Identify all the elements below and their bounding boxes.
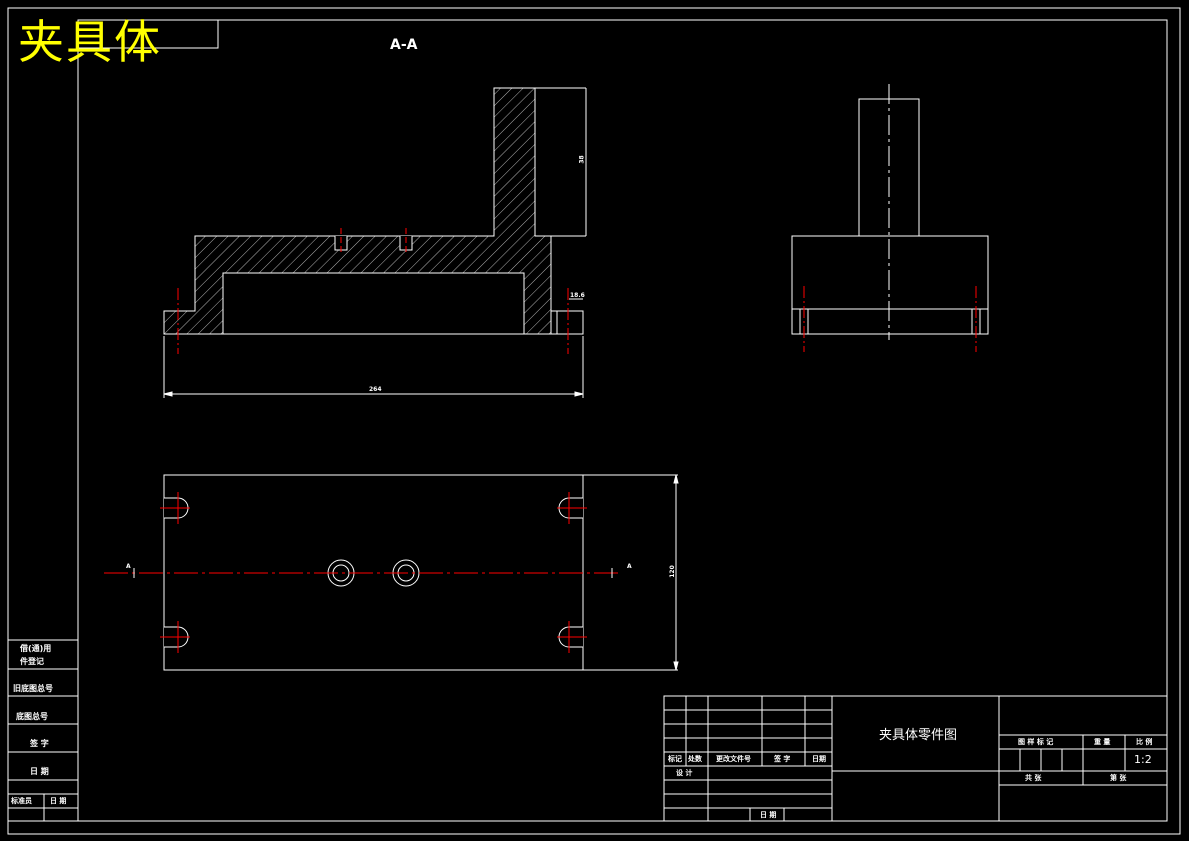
side-cell-1: 件登记	[20, 657, 44, 666]
tb-mark: 标记	[668, 755, 682, 763]
tb-date2: 日 期	[760, 811, 777, 819]
tb-stage-mark: 图 样 标 记	[1018, 738, 1054, 746]
side-cell-4: 签 字	[30, 739, 49, 748]
tb-signature: 签 字	[774, 755, 791, 763]
plan-view	[104, 474, 679, 671]
part-name: 夹具体零件图	[878, 728, 957, 743]
dim-height: 38	[578, 155, 586, 164]
dim-overall-length: 264	[369, 386, 382, 393]
dim-side-detail: 18.6	[570, 292, 585, 299]
section-marker-left: A	[126, 563, 131, 570]
side-cell-7: 日 期	[50, 797, 67, 805]
tb-count: 处数	[688, 755, 702, 763]
title-box	[78, 19, 219, 49]
side-cell-6: 标准员	[11, 797, 32, 805]
section-view	[163, 87, 587, 398]
side-cell-3: 底图总号	[16, 712, 48, 721]
side-cell-5: 日 期	[30, 767, 49, 776]
title-block-lines	[663, 695, 1168, 822]
tb-scale-value: 1:2	[1134, 753, 1152, 766]
side-column-table	[7, 639, 79, 822]
tb-date: 日期	[812, 755, 826, 763]
tb-sheet-no: 第 张	[1110, 774, 1127, 782]
side-cell-2: 旧底图总号	[13, 684, 53, 693]
tb-weight: 重 量	[1094, 738, 1111, 746]
section-hatch	[163, 87, 552, 335]
drawing-title: 夹具体	[18, 15, 162, 69]
section-marker-right: A	[627, 563, 632, 570]
tb-scale-label: 比 例	[1136, 738, 1153, 746]
tb-doc-no: 更改文件号	[716, 755, 751, 763]
sheet-inner-border	[77, 19, 1168, 822]
dim-width: 120	[668, 565, 676, 578]
tb-designer: 设 计	[676, 769, 693, 777]
sheet-outer-border	[7, 7, 1181, 835]
side-cell-0: 借(通)用	[20, 644, 52, 653]
side-view	[791, 84, 989, 352]
section-label: A-A	[390, 37, 418, 53]
tb-sheet-total: 共 张	[1025, 774, 1042, 782]
